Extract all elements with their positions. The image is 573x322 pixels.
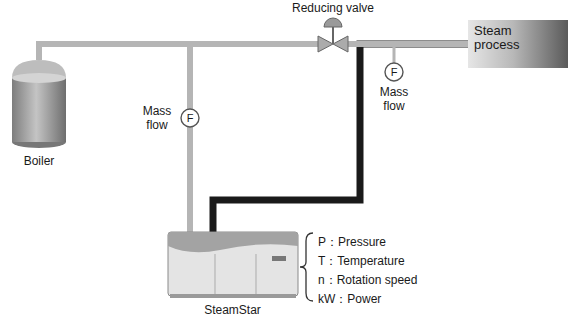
node-label: Mass flow — [138, 104, 176, 132]
steam-pipe — [348, 41, 468, 47]
parameter-label: T：Temperature — [318, 254, 405, 269]
valve-actuator — [324, 18, 342, 27]
parameter-label: n：Rotation speed — [318, 273, 417, 288]
flow-meter: F Mass flow — [138, 100, 200, 136]
node-label: SteamStar — [160, 303, 305, 317]
panel-line — [215, 254, 216, 294]
machine-cover — [168, 232, 298, 252]
flow-meter-circle — [181, 109, 199, 127]
node-label: Steam process — [474, 24, 536, 52]
steam-pipe — [187, 127, 193, 232]
brace — [300, 233, 313, 301]
boiler-vessel — [12, 60, 66, 148]
machine-base — [170, 294, 296, 298]
panel-line — [256, 254, 257, 294]
parameter-label: kW：Power — [318, 292, 381, 307]
parameter-label: P：Pressure — [318, 235, 386, 250]
valve-stem — [332, 27, 334, 44]
node-label: Mass flow — [374, 85, 414, 113]
flow-meter: F Mass flow — [374, 62, 414, 114]
valve-body — [318, 36, 348, 52]
node-label: Boiler — [8, 154, 70, 168]
steam-pipe — [213, 44, 468, 232]
reducing-valve: Reducing valve — [283, 0, 383, 56]
process-box: Steam process — [468, 20, 568, 68]
meter-symbol: F — [180, 111, 200, 125]
steamstar-unit: SteamStar — [160, 226, 305, 318]
machine-body — [168, 232, 298, 296]
display-window — [272, 256, 286, 261]
meter-symbol: F — [374, 65, 414, 79]
node-label: Reducing valve — [283, 1, 383, 15]
boiler: Boiler — [8, 58, 70, 172]
meter-stem — [393, 47, 396, 63]
